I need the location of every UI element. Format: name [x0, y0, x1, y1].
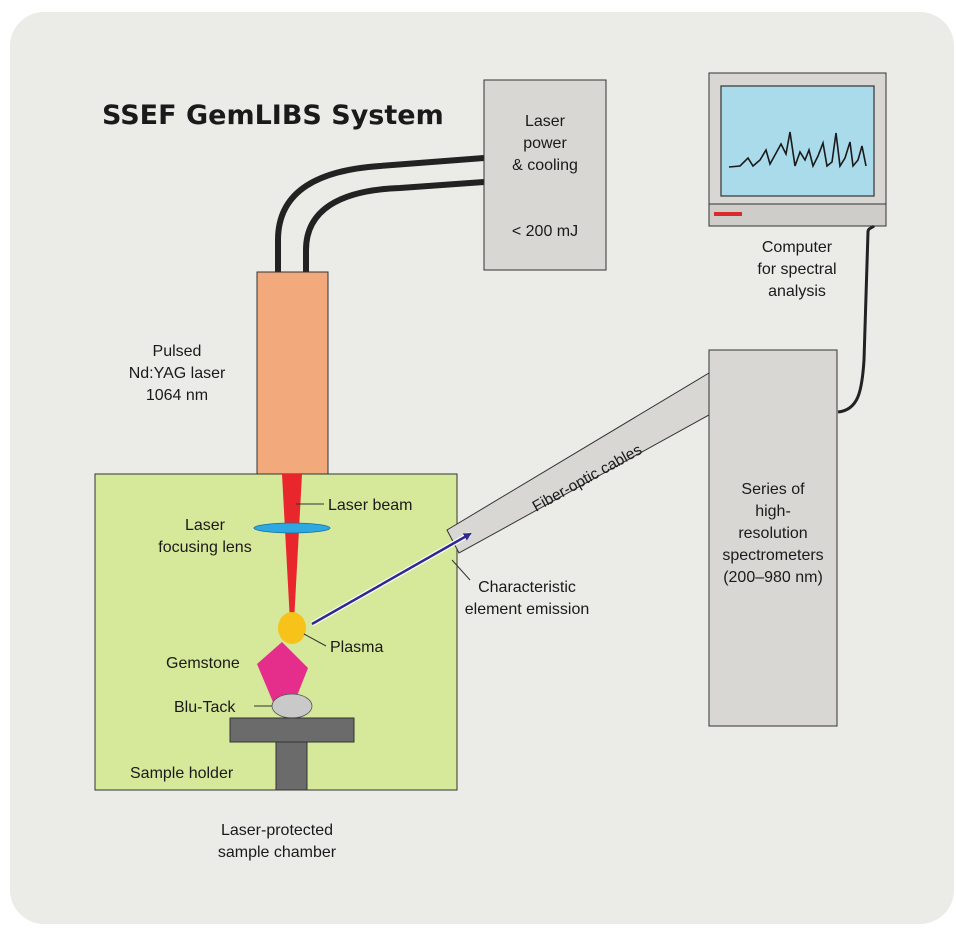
- spectrometers-label-line1: Series of: [741, 481, 805, 498]
- energy-label: < 200 mJ: [512, 223, 578, 240]
- laser-beam: [282, 474, 302, 622]
- diagram-title: SSEF GemLIBS System: [102, 100, 444, 131]
- gemstone-label: Gemstone: [166, 655, 240, 672]
- chamber-label-line1: Laser-protected: [221, 822, 333, 839]
- leader-lines: [254, 503, 471, 707]
- laser-label-line1: Pulsed: [153, 343, 202, 360]
- blu-tack: [271, 693, 313, 719]
- focusing-lens: [253, 522, 331, 534]
- spectrometers-label-line5: (200–980 nm): [723, 569, 823, 586]
- laser-label-line2: Nd:YAG laser: [129, 365, 226, 382]
- laser-beam-label: Laser beam: [328, 497, 413, 514]
- computer-label-line1: Computer: [762, 239, 833, 256]
- spectrometers-label-line3: resolution: [738, 525, 807, 542]
- laser-power-cooling-box: Laser power & cooling < 200 mJ: [483, 79, 607, 271]
- laser-head: [256, 271, 329, 475]
- sample-holder-label: Sample holder: [130, 765, 234, 782]
- spectrum-trace: [728, 131, 867, 169]
- laser-power-label-line3: & cooling: [512, 157, 578, 174]
- power-cables: [275, 155, 485, 272]
- computer-monitor: Computer for spectral analysis: [708, 72, 887, 300]
- laser-power-label-line1: Laser: [525, 113, 566, 130]
- plasma-label: Plasma: [330, 639, 383, 656]
- computer-label-line3: analysis: [768, 283, 826, 300]
- focusing-lens-label-line2: focusing lens: [158, 539, 251, 556]
- laser-power-label-line2: power: [523, 135, 567, 152]
- computer-label-line2: for spectral: [757, 261, 836, 278]
- spectrometers-label-line2: high-: [755, 503, 791, 520]
- sample-holder: [229, 717, 355, 791]
- emission-arrow: [311, 532, 472, 626]
- laser-label-line3: 1064 nm: [146, 387, 208, 404]
- focusing-lens-label-line1: Laser: [185, 517, 226, 534]
- computer-cable: [837, 224, 876, 414]
- spectrometers-label-line4: spectrometers: [722, 547, 823, 564]
- blu-tack-label: Blu-Tack: [174, 699, 236, 716]
- emission-label-line2: element emission: [465, 601, 590, 618]
- chamber-label-line2: sample chamber: [218, 844, 337, 861]
- emission-label-line1: Characteristic: [478, 579, 576, 596]
- spectrometers-box: Series of high- resolution spectrometers…: [708, 349, 838, 727]
- plasma: [278, 612, 306, 644]
- monitor-screen: [720, 85, 875, 197]
- power-indicator: [714, 212, 742, 216]
